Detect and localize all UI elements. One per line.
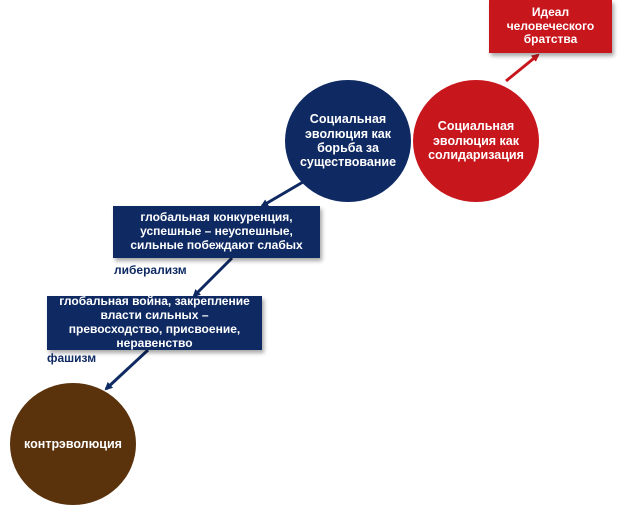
global-war-text: глобальная война, закрепление власти сил… — [59, 294, 250, 350]
evolution-as-struggle-text: Социальная эволюция как борьба за сущест… — [299, 112, 397, 170]
global-competition-text: глобальная конкуренция, успешные – неусп… — [130, 210, 303, 252]
arrow-war-to-counterevolution — [104, 348, 150, 391]
evolution-as-solidarity-text: Социальная эволюция как солидаризация — [428, 119, 524, 163]
ideal-of-brotherhood-text: Идеал человеческого братства — [506, 4, 595, 47]
counterevolution-text: контрэволюция — [24, 436, 122, 451]
global-competition-box: глобальная конкуренция, успешные – неусп… — [113, 206, 320, 258]
liberalism-label: либерализм — [114, 263, 187, 277]
ideal-of-brotherhood-box: Идеал человеческого братства — [489, 0, 612, 53]
evolution-as-solidarity-circle: Социальная эволюция как солидаризация — [413, 80, 539, 202]
evolution-as-struggle-circle: Социальная эволюция как борьба за сущест… — [285, 80, 411, 202]
counterevolution-circle: контрэволюция — [10, 383, 136, 505]
arrow-solidarity-to-ideal — [505, 53, 540, 83]
global-war-box: глобальная война, закрепление власти сил… — [47, 294, 262, 350]
fascism-label: фашизм — [47, 351, 97, 365]
arrow-struggle-to-competition — [260, 180, 304, 208]
arrow-competition-to-war — [192, 256, 234, 298]
